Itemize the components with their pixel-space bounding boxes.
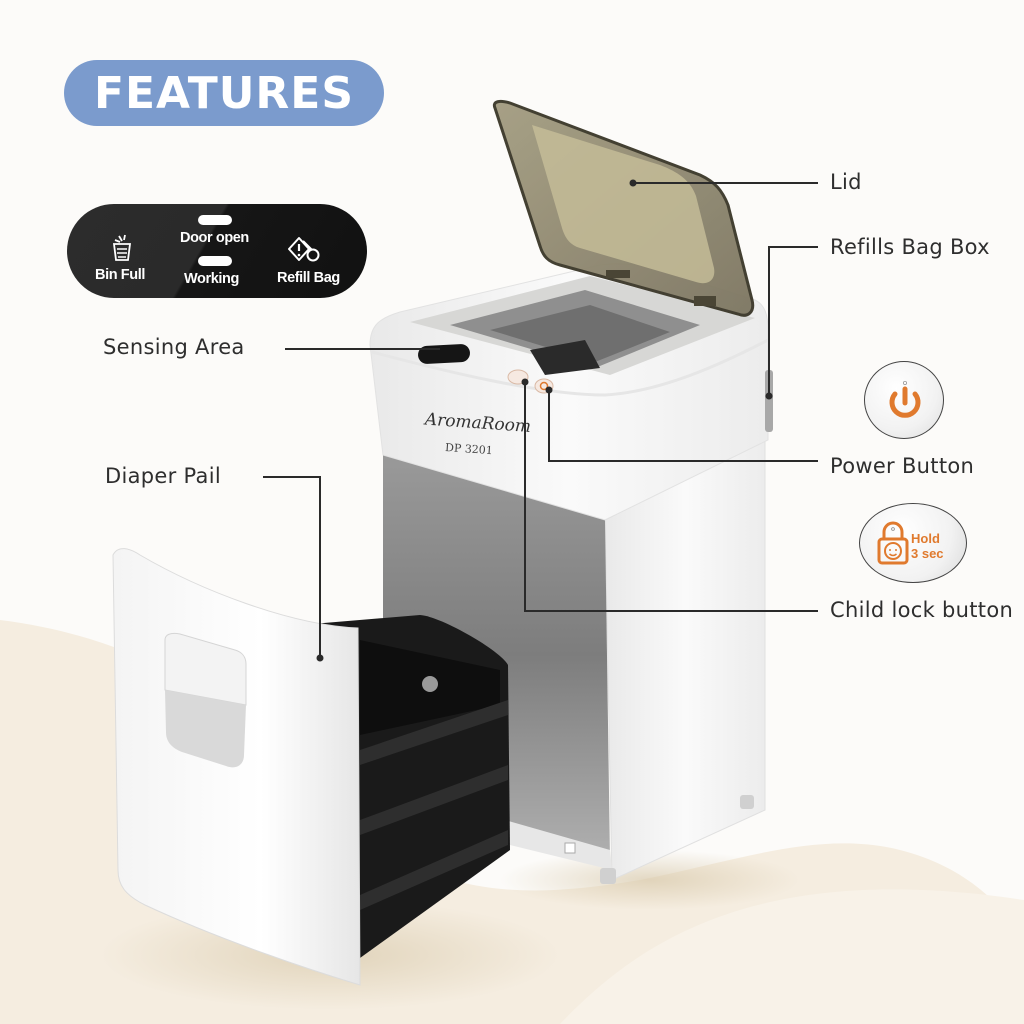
callout-refills-bag-box: Refills Bag Box — [830, 235, 990, 259]
features-badge: FEATURES — [64, 60, 384, 126]
child-lock-badge: Hold 3 sec — [859, 503, 967, 583]
power-button-badge — [864, 361, 944, 439]
child-lock-seconds-label: 3 sec — [911, 546, 944, 561]
svg-text:DP 3201: DP 3201 — [445, 441, 494, 457]
callout-power-button: Power Button — [830, 454, 975, 478]
callout-child-lock-button: Child lock button — [830, 598, 1014, 622]
bin-full-icon — [112, 234, 132, 261]
working-pill-icon — [198, 256, 232, 266]
indicator-refill-bag: Refill Bag — [277, 270, 340, 286]
indicator-door-open: Door open — [180, 230, 249, 246]
callout-lid: Lid — [830, 170, 862, 194]
refill-bag-warning-icon — [288, 237, 320, 262]
door-open-pill-icon — [198, 215, 232, 225]
indicator-working: Working — [184, 271, 239, 287]
power-icon — [889, 381, 921, 418]
callout-diaper-pail: Diaper Pail — [105, 464, 221, 488]
indicator-panel: Bin Full Door open Working Refill Bag — [67, 204, 367, 298]
indicator-bin-full: Bin Full — [95, 267, 145, 283]
child-lock-icon — [877, 521, 909, 565]
callout-sensing-area: Sensing Area — [103, 335, 245, 359]
child-lock-hold-label: Hold — [911, 531, 940, 546]
features-title: FEATURES — [93, 67, 355, 119]
